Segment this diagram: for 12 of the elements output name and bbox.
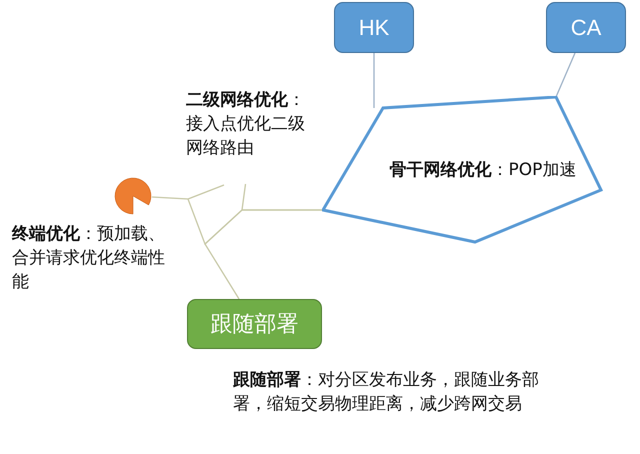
description-text: 终端优化：预加载、合并请求优化终端性能 [12, 223, 166, 294]
region-box: HK [334, 2, 414, 53]
backbone-pentagon [322, 96, 604, 244]
region-box: CA [546, 2, 626, 53]
deploy-box: 跟随部署 [187, 299, 322, 349]
connector-line [555, 52, 576, 98]
note-text: 二级网络优化：接入点优化二级网络路由 [186, 88, 318, 184]
connector-line [204, 209, 322, 300]
description-text: 跟随部署：对分区发布业务，跟随业务部署，缩短交易物理距离，减少跨网交易 [233, 369, 540, 416]
node-text: 骨干网络优化：POP加速 [390, 159, 576, 182]
pie-icon [114, 177, 152, 215]
connector-line [373, 53, 375, 109]
